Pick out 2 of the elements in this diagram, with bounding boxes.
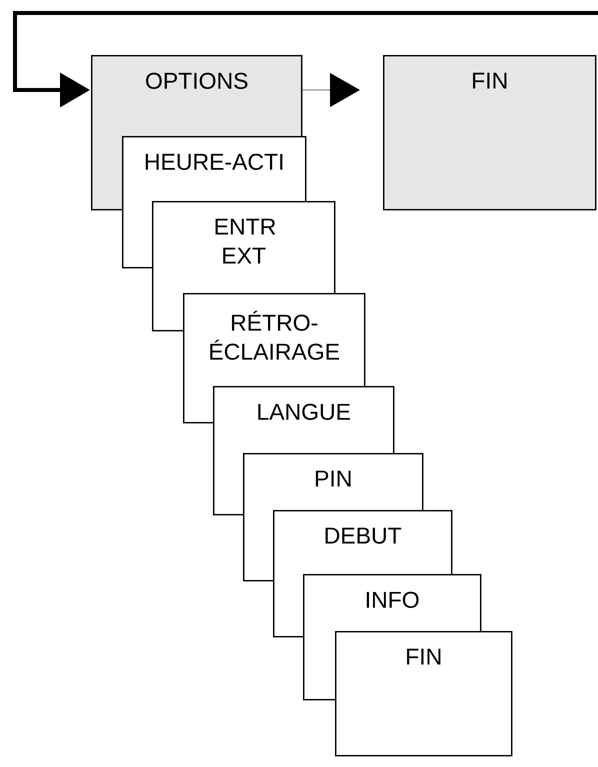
menu-box: FIN (335, 631, 512, 756)
menu-box: FIN (383, 55, 596, 210)
